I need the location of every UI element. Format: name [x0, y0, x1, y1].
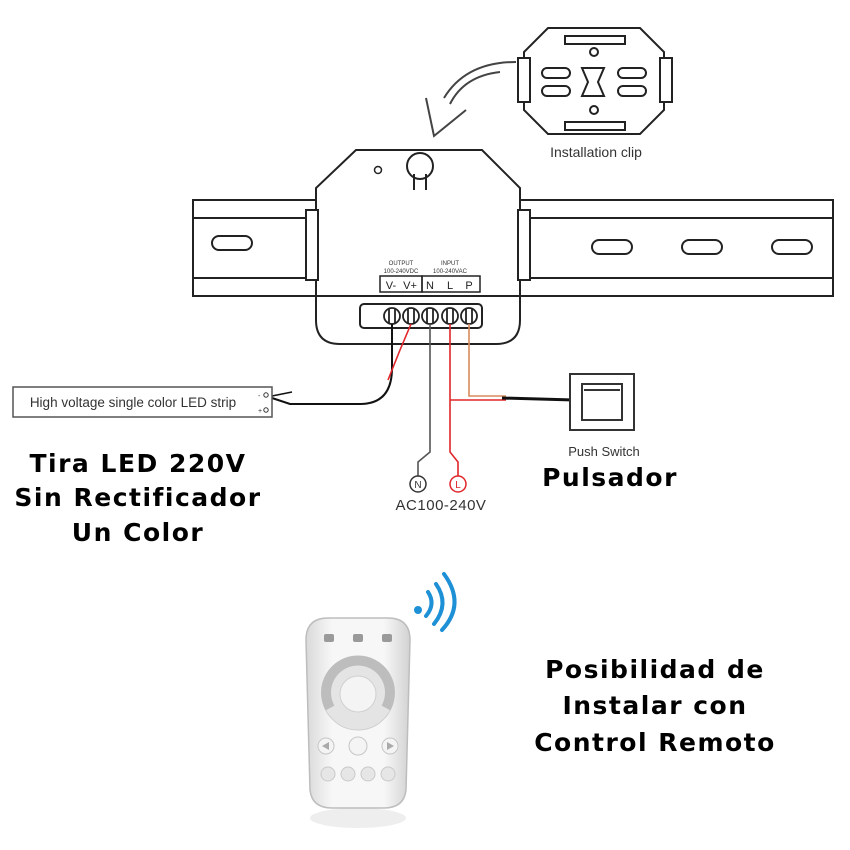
installation-clip-label: Installation clip [550, 144, 642, 160]
push-switch-icon [569, 373, 635, 431]
power-button-icon [406, 152, 434, 190]
remote-caption-line-1: Posibilidad de [545, 655, 765, 684]
supply-voltage-label: AC100-240V [396, 497, 487, 514]
remote-caption-line-2: Instalar con [562, 691, 747, 720]
neutral-marker-text: N [414, 480, 421, 491]
led-strip: - + [12, 386, 273, 418]
output-header: OUTPUT [389, 261, 414, 267]
terminal-label-v-plus: V+ [403, 280, 417, 292]
neutral-marker: N [409, 475, 427, 493]
live-marker: L [449, 475, 467, 493]
remote-control-icon [305, 617, 411, 828]
switch-caption: Pulsador [542, 463, 678, 492]
live-marker-text: L [455, 480, 461, 491]
terminal-block [359, 303, 483, 329]
strip-minus-mark: - [258, 393, 261, 400]
wires [271, 323, 575, 476]
installation-clip-icon [517, 27, 673, 135]
output-rating: 100-240VDC [384, 269, 419, 275]
wireless-signal-icon [414, 572, 457, 632]
input-rating: 100-240VAC [433, 269, 468, 275]
strip-plus-mark: + [258, 408, 262, 415]
terminal-label-v-minus: V- [386, 280, 397, 292]
remote-caption-line-3: Control Remoto [534, 728, 776, 757]
terminal-label-l: L [447, 280, 453, 292]
strip-caption-line-1: Tira LED 220V [29, 449, 246, 478]
terminal-label-p: P [465, 280, 472, 292]
terminal-label-n: N [426, 280, 434, 292]
led-strip-label: High voltage single color LED strip [30, 395, 236, 410]
curved-arrow-icon [425, 61, 517, 138]
strip-caption-line-2: Sin Rectificador [14, 483, 261, 512]
input-header: INPUT [441, 261, 459, 267]
push-switch-label: Push Switch [568, 444, 640, 459]
strip-caption-line-3: Un Color [72, 518, 204, 547]
